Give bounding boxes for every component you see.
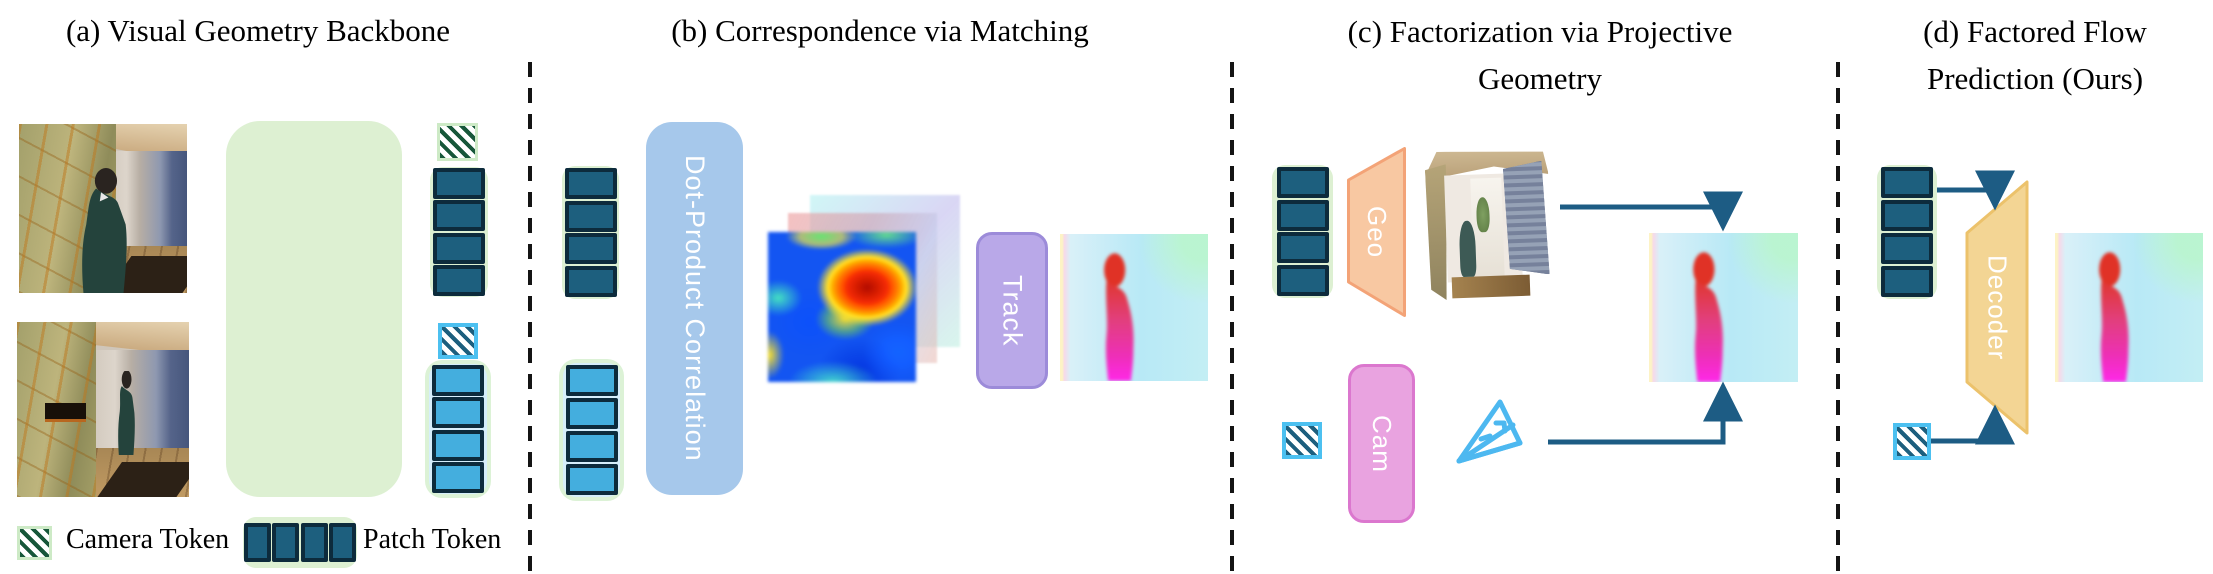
track-block: Track [976,232,1048,389]
patch-token [1276,232,1329,264]
patch-token [432,461,484,493]
patch-token-stack-frame2 [563,363,620,497]
photo-fireplace [44,402,86,422]
cam-label: Cam [1367,414,1397,473]
backbone-block [226,121,402,497]
panel-c-title-line1: (c) Factorization via Projective [1347,14,1733,49]
flow-image [1060,234,1208,381]
legend-patch-token-icon [243,517,357,568]
flow-image [2055,233,2203,382]
arrow-geo-to-flow [1560,191,1743,232]
patch-token [328,523,356,562]
decoder-label: Decoder [1982,254,2013,361]
panel-c-title-line2: Geometry [1478,61,1602,96]
patch-token-stack-frame1 [430,167,488,297]
camera-token-frame2-hatch [438,323,478,359]
panel-b-title: (b) Correspondence via Matching [671,13,1089,48]
pointcloud-floor [1451,275,1531,299]
patch-token [565,365,618,396]
patch-token [244,523,272,562]
patch-token [564,233,617,265]
patch-token [432,397,484,429]
patch-token [1276,166,1329,198]
input-frame-2-image [17,322,189,497]
patch-token [272,523,300,562]
photo-hallway [85,350,189,462]
person-silhouette-small [117,371,135,455]
camera-frustum-icon [1456,399,1523,464]
patch-token [300,523,328,562]
separator-a-b [528,62,532,574]
patch-token [1881,200,1933,231]
patch-token [565,464,618,495]
camera-token-frame1-hatch [437,123,478,161]
separator-c-d [1836,62,1840,574]
patch-token [564,266,617,298]
patch-token-stack [1877,165,1937,299]
patch-token-stack-frame2 [429,364,487,494]
panel-d-title-line1: (d) Factored Flow [1923,14,2147,49]
geo-label: Geo [1362,205,1392,259]
patch-token [1881,266,1933,297]
camera-token-hatch [1282,422,1322,459]
patch-token [565,398,618,429]
track-label: Track [997,274,1028,347]
pointcloud-right-wall [1503,161,1550,276]
patch-token [433,264,485,296]
panel-d-title: (d) Factored Flow Prediction (Ours) [1855,8,2213,102]
legend-camera-token-icon [17,526,52,560]
patch-token [433,168,485,200]
patch-token [1881,233,1933,264]
pointcloud-image [1424,148,1555,310]
panel-c-title: (c) Factorization via Projective Geometr… [1270,8,1810,102]
patch-token-stack-frame1 [562,166,619,299]
patch-token [433,232,485,264]
flow-image [1649,233,1798,382]
patch-token [432,365,484,397]
patch-token-stack [1272,165,1333,298]
patch-token [1881,167,1933,198]
geo-head-block: Geo [1347,147,1406,317]
person-silhouette [82,167,128,293]
patch-token [565,431,618,462]
patch-token [564,200,617,232]
panel-a-title: (a) Visual Geometry Backbone [65,13,451,48]
input-frame-1-image [19,124,187,293]
patch-token [433,200,485,232]
dot-product-correlation-label: Dot-Product Correlation [680,155,710,462]
separator-b-c [1230,62,1234,574]
cam-head-block: Cam [1348,364,1415,523]
patch-token [432,429,484,461]
patch-token [564,167,617,199]
camera-token-hatch [1893,423,1931,460]
panel-d-title-line2: Prediction (Ours) [1926,61,2144,96]
arrow-cam-to-flow [1548,381,1743,445]
decoder-block: Decoder [1965,180,2029,435]
legend-camera-token-label: Camera Token [66,524,230,555]
correlation-heatmap [768,232,916,382]
patch-token [1276,199,1329,231]
dot-product-correlation-block: Dot-Product Correlation [646,122,743,495]
patch-token [1276,265,1329,297]
legend-patch-token-label: Patch Token [363,524,502,555]
